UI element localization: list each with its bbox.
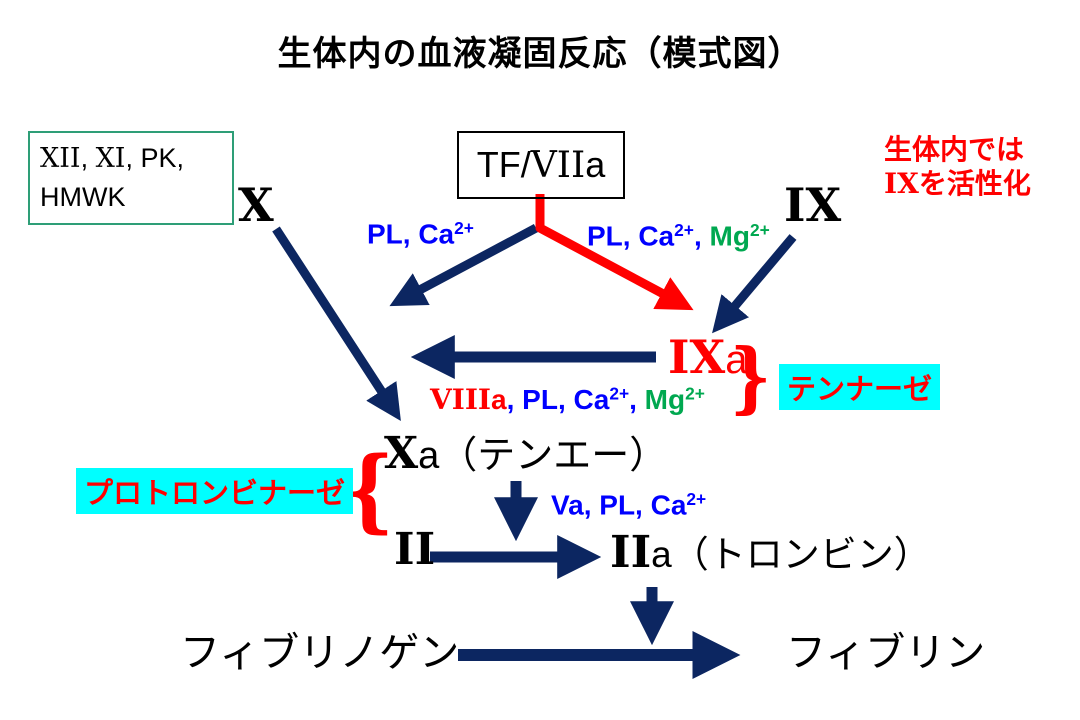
note-line1: 生体内では bbox=[884, 134, 1025, 165]
prothrombinase-cofactors-label: Va, PL, Ca2+ bbox=[551, 489, 707, 521]
factor-x-label: X bbox=[238, 178, 274, 232]
mg-ion: Mg bbox=[644, 384, 686, 415]
cofactor-label-left: PL, Ca2+ bbox=[367, 218, 474, 250]
arrow-x-to-xa bbox=[272, 226, 401, 422]
contact-factors-line2: HMWK bbox=[40, 182, 126, 213]
fibrin-label: フィブリン bbox=[786, 631, 986, 675]
page-title: 生体内の血液凝固反応（模式図） bbox=[277, 35, 803, 73]
factor-xi: XI bbox=[95, 143, 126, 174]
cofactor-label-right: PL, Ca2+, Mg2+ bbox=[587, 220, 770, 252]
fibrinogen-label: フィブリノゲン bbox=[180, 631, 460, 675]
tenase-cofactors-label: VIIIa, PL, Ca2+, Mg2+ bbox=[430, 383, 705, 416]
tenase-brace: } bbox=[730, 332, 772, 423]
factor-ii-label: II bbox=[394, 524, 436, 575]
factor-xii: XII bbox=[40, 143, 81, 174]
factor-ix-label: IX bbox=[784, 178, 842, 232]
tenase-complex-label: テンナーゼ bbox=[779, 364, 941, 410]
mg-ion: Mg bbox=[709, 220, 750, 252]
contact-factors-line1: XII, XI, PK, bbox=[40, 143, 184, 174]
factor-viiia: VIII bbox=[430, 383, 492, 416]
prothrombinase-complex-label: プロトロンビナーゼ bbox=[76, 468, 354, 514]
in-vivo-note: 生体内では IXを活性化 bbox=[884, 133, 1031, 200]
note-line2: IXを活性化 bbox=[884, 166, 1031, 200]
contact-factors-box: XII, XI, PK, HMWK bbox=[28, 131, 234, 226]
